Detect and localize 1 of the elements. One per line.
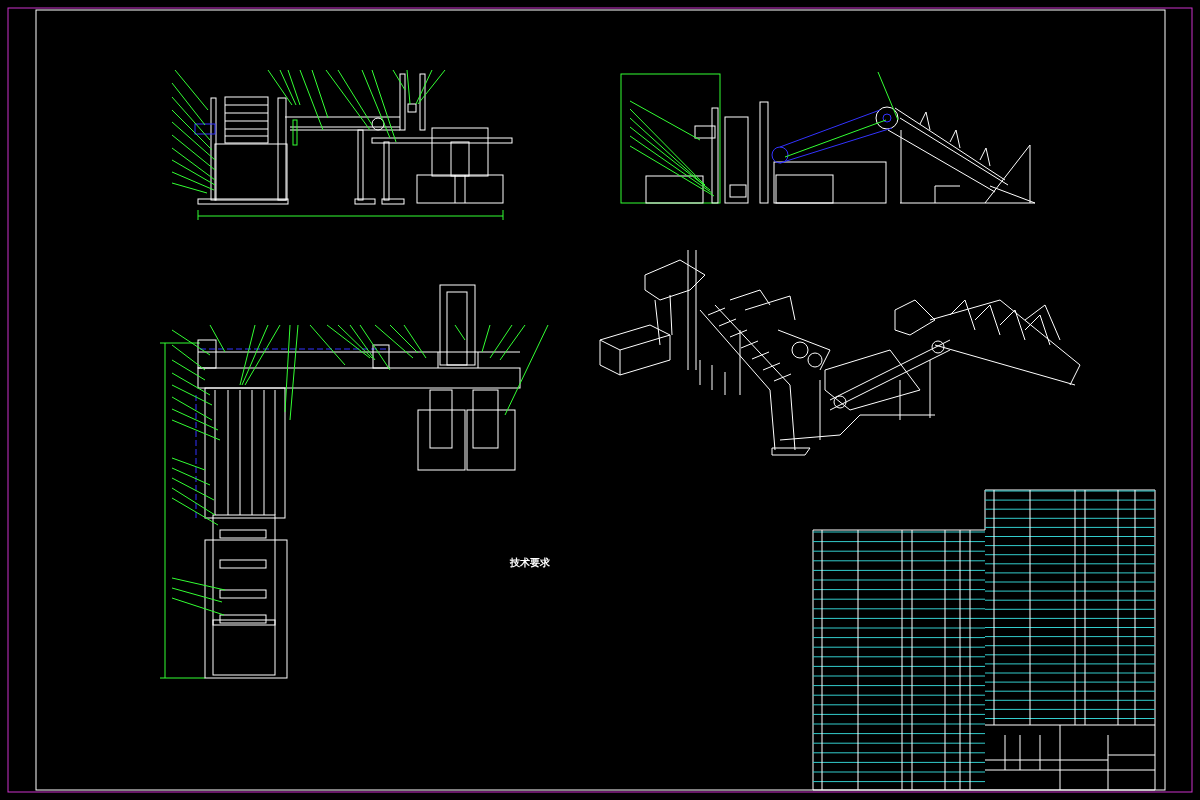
- requirements-heading: 技术要求: [510, 556, 550, 570]
